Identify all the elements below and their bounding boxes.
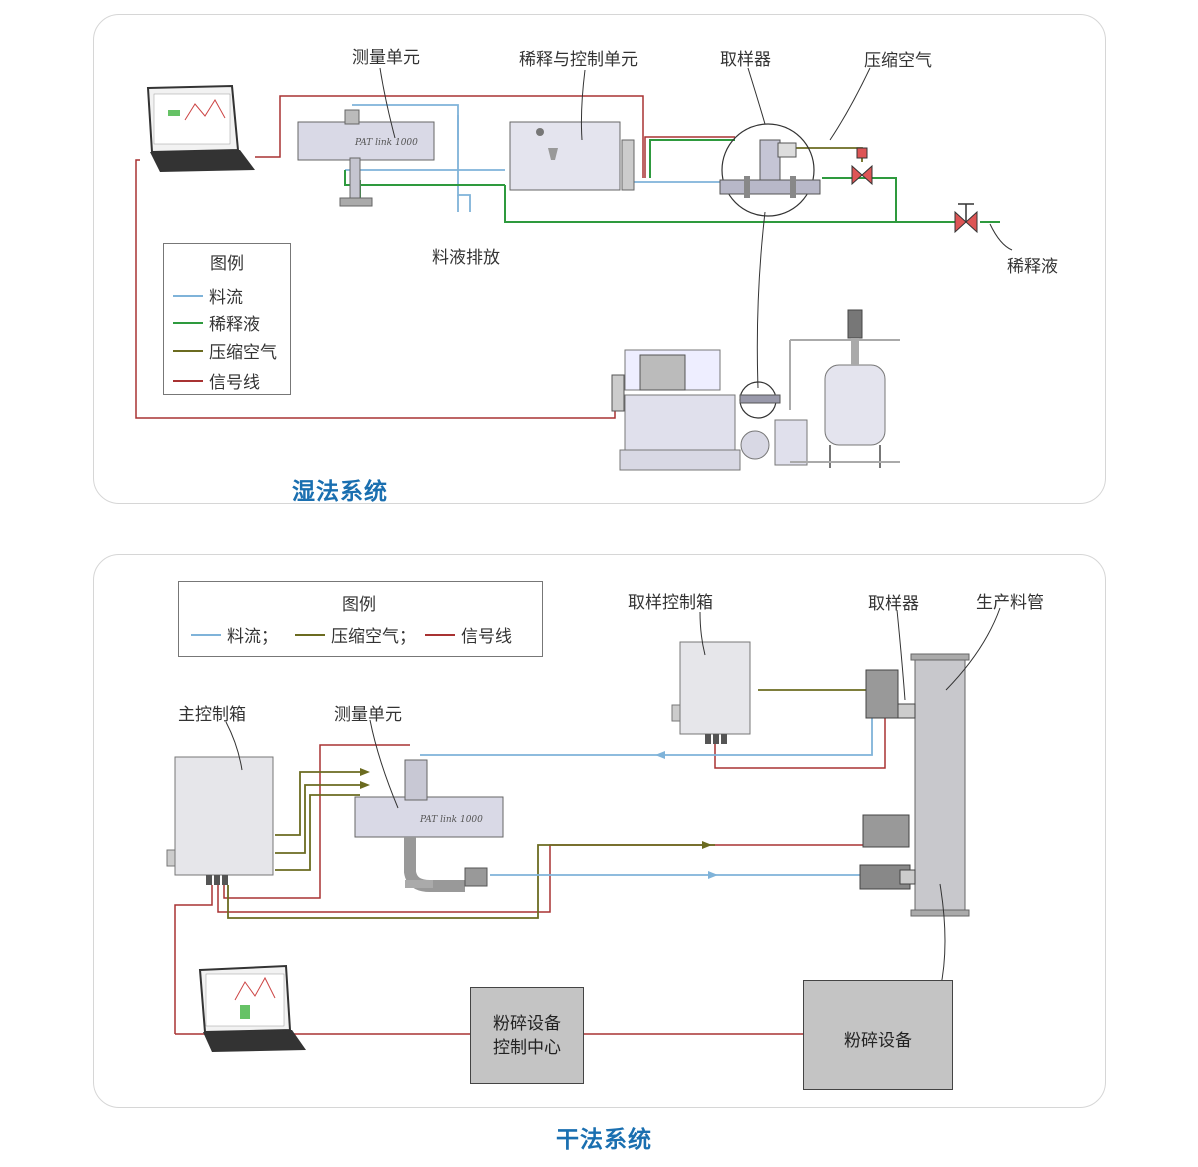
dry-legend-item-air: 压缩空气； — [295, 622, 416, 647]
wet-measure-unit-device: PAT link 1000 — [297, 109, 435, 207]
wet-leader-lines — [379, 67, 1013, 389]
dry-legend: 图例 料流； 压缩空气； 信号线 — [178, 581, 543, 657]
wet-signal-lines — [135, 95, 735, 419]
dry-legend-swatch-signal — [425, 633, 455, 636]
dry-mill-box: 粉碎设备 — [803, 980, 953, 1090]
wet-flow-lines — [345, 104, 720, 212]
wet-legend-item-diluent: 稀释液 — [173, 310, 260, 335]
wet-system-diagram: PAT link 1000 — [135, 67, 1013, 471]
wet-legend-label-air: 压缩空气 — [209, 343, 277, 363]
wet-legend-item-signal: 信号线 — [173, 368, 260, 393]
wet-dilution-control-device — [509, 121, 635, 191]
dry-system-title: 干法系统 — [556, 1127, 652, 1153]
wet-label-diluent: 稀释液 — [1007, 257, 1058, 277]
wet-label-dilution-control-unit: 稀释与控制单元 — [519, 50, 638, 70]
dry-label-sample-control-box: 取样控制箱 — [628, 593, 713, 613]
wet-diluent-valve-icon — [954, 203, 978, 234]
dry-label-main-control-box: 主控制箱 — [178, 705, 246, 725]
dry-mill-control-center-label: 粉碎设备 控制中心 — [493, 1013, 561, 1058]
dry-legend-item-signal: 信号线 — [425, 622, 512, 647]
wet-device-text: PAT link 1000 — [354, 138, 418, 148]
dry-legend-swatch-flow — [191, 633, 221, 636]
dry-label-measure-unit: 测量单元 — [334, 705, 402, 725]
dry-legend-label-air: 压缩空气； — [331, 627, 416, 647]
dry-label-sampler: 取样器 — [868, 594, 919, 614]
wet-legend-label-signal: 信号线 — [209, 373, 260, 393]
wet-legend-swatch-diluent — [173, 321, 203, 324]
wet-sampler-device — [719, 123, 821, 217]
wet-legend-swatch-flow — [173, 294, 203, 297]
wet-legend-item-air: 压缩空气 — [173, 338, 277, 363]
wet-label-sampler: 取样器 — [720, 50, 771, 70]
wet-process-equipment — [611, 309, 900, 471]
wet-laptop-icon — [146, 84, 255, 172]
wet-legend-swatch-signal — [173, 379, 203, 382]
dry-legend-swatch-air — [295, 633, 325, 636]
dry-legend-label-flow: 料流； — [227, 627, 278, 647]
dry-mill-control-center-box: 粉碎设备 控制中心 — [470, 987, 584, 1084]
dry-legend-label-signal: 信号线 — [461, 627, 512, 647]
wet-legend-label-diluent: 稀释液 — [209, 315, 260, 335]
wet-label-measure-unit: 测量单元 — [352, 48, 420, 68]
wet-label-compressed-air: 压缩空气 — [864, 51, 932, 71]
wet-legend-label-flow: 料流 — [209, 288, 243, 308]
dry-legend-item-flow: 料流； — [191, 622, 278, 647]
wet-legend-title: 图例 — [210, 254, 244, 274]
wet-air-lines — [790, 147, 863, 162]
dry-legend-title: 图例 — [342, 595, 376, 615]
wet-legend-swatch-air — [173, 349, 203, 352]
dry-label-production-pipe: 生产料管 — [976, 593, 1044, 613]
wet-system-title: 湿法系统 — [292, 479, 388, 505]
wet-legend-item-flow: 料流 — [173, 283, 243, 308]
wet-label-drain: 料液排放 — [432, 248, 500, 268]
wet-diluent-lines — [344, 139, 1000, 223]
wet-air-valve-icon — [851, 147, 873, 186]
dry-mill-label: 粉碎设备 — [844, 1031, 912, 1051]
wet-legend: 图例 料流 稀释液 压缩空气 信号线 — [163, 243, 291, 395]
